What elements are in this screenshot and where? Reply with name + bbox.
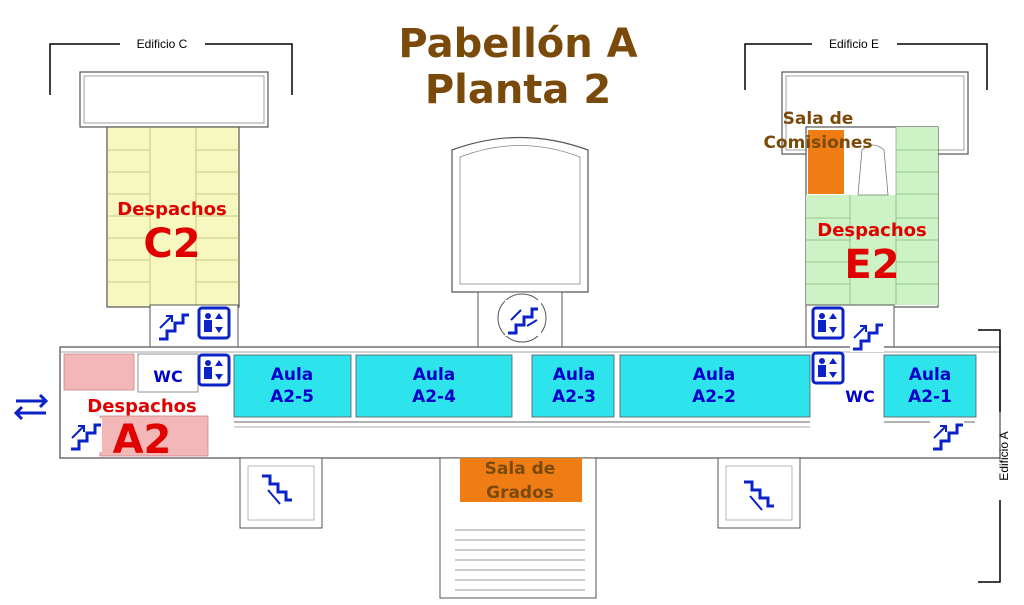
edificio-c-bracket [49,43,293,95]
elevator-icon [197,353,231,387]
map-title-line2: Planta 2 [425,67,611,113]
aula-a2-5-code: A2-5 [270,387,314,407]
despachos-c2-label: Despachos [117,199,226,220]
sala-comisiones-area [808,130,844,194]
aula-a2-5-label: Aula [271,365,314,385]
despachos-c2-code: C2 [143,221,200,267]
edificio-c-label: Edificio C [137,37,188,51]
elevator-icon [811,351,845,385]
aula-a2-3-code: A2-3 [552,387,596,407]
despachos-a2-code: A2 [113,417,172,463]
despachos-a2-label: Despachos [87,396,196,417]
aula-a2-1-area [883,354,977,418]
map-title-line1: Pabellón A [398,21,637,67]
aula-a2-2-area [619,354,811,418]
courtyard [451,136,589,293]
elevator-icon [197,306,231,340]
elevator-icon [811,306,845,340]
stairs-icon [928,416,966,454]
despachos-c2-area [106,126,240,308]
wc-right-label: WC [845,387,874,406]
sala-grados-area [460,458,582,502]
stairs-icon [744,480,774,511]
edificio-c-block [79,71,269,128]
despachos-e2-code: E2 [844,242,899,288]
sala-comisiones-label-line2: Comisiones [763,133,872,153]
aula-a2-1-code: A2-1 [908,387,952,407]
sala-grados-label-line1: Sala de [485,459,556,479]
despachos-a2-area [63,353,135,391]
wc-left-label: WC [153,367,182,386]
aula-a2-3-area [531,354,615,418]
edificio-e-bracket [744,43,988,90]
stairs-icon [154,306,192,344]
stairs-icon [262,474,292,505]
stairs-icon [848,316,886,354]
aula-a2-4-code: A2-4 [412,387,456,407]
sala-grados-label-line2: Grados [486,483,554,503]
edificio-a-bracket [978,329,1001,583]
spiral-stairs-icon [505,300,541,336]
aula-a2-2-label: Aula [693,365,736,385]
aula-a2-3-label: Aula [553,365,596,385]
despachos-e2-label: Despachos [817,220,926,241]
edificio-a-label: Edificio A [997,431,1011,480]
aula-a2-2-code: A2-2 [692,387,736,407]
entrance-exit-icon [13,393,49,421]
stairs-icon [66,416,104,454]
aula-a2-4-label: Aula [413,365,456,385]
edificio-e-label: Edificio E [829,37,879,51]
sala-comisiones-label-line1: Sala de [783,109,854,129]
aula-a2-5-area [233,354,352,418]
aula-a2-4-area [355,354,513,418]
aula-a2-1-label: Aula [909,365,952,385]
